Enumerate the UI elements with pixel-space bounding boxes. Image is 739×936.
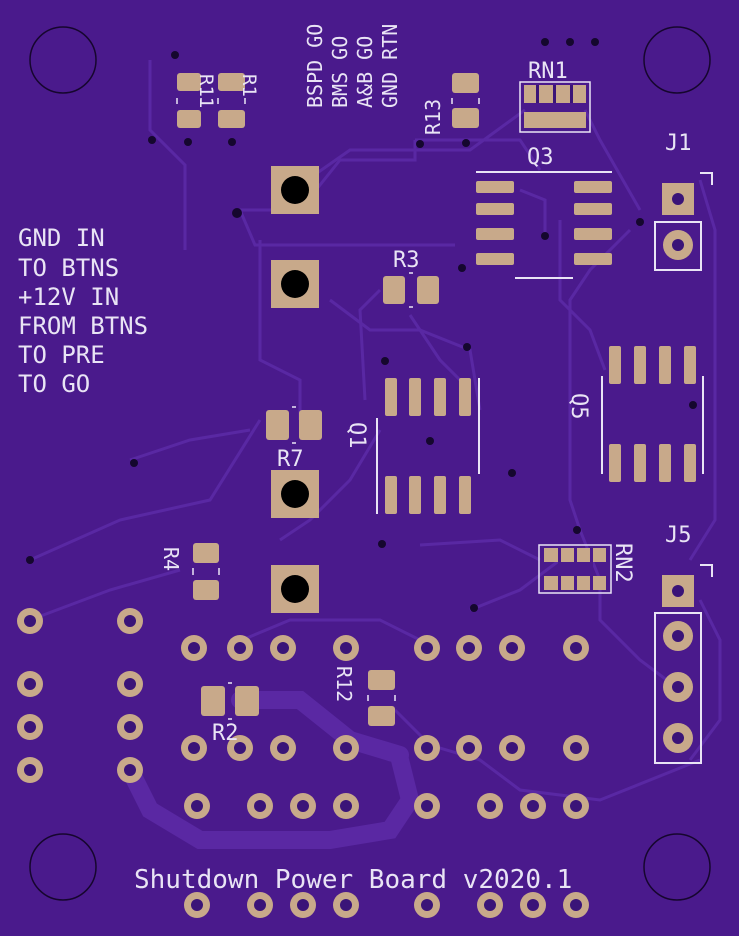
- refdes-r3: R3: [393, 248, 420, 273]
- vias: [26, 38, 697, 612]
- q3-ic: [476, 171, 612, 279]
- smd-resistors: [177, 73, 479, 726]
- q5-ic: [601, 346, 704, 482]
- q1-ic: [376, 378, 480, 514]
- button-label-to-btns: TO BTNS: [18, 254, 119, 282]
- refdes-q5: Q5: [566, 393, 591, 420]
- square-pad: [271, 260, 319, 308]
- mounting-holes: [29, 26, 711, 901]
- mount-hole-top-left: [29, 26, 97, 94]
- j5-header: [654, 564, 713, 764]
- square-pad: [271, 166, 319, 214]
- button-connector-pads: [271, 166, 319, 613]
- refdes-j5: J5: [665, 523, 692, 548]
- refdes-r2: R2: [212, 721, 239, 746]
- button-label-from-btns: FROM BTNS: [18, 312, 148, 340]
- connector-label-bms-go: BMS GO: [328, 36, 352, 108]
- refdes-r11: R11: [195, 74, 217, 108]
- refdes-r4: R4: [159, 547, 183, 571]
- square-pad: [271, 565, 319, 613]
- refdes-r13: R13: [421, 99, 445, 135]
- button-label-gnd-in: GND IN: [18, 224, 105, 252]
- refdes-rn1: RN1: [528, 59, 568, 84]
- square-pad: [271, 470, 319, 518]
- smd-resistor-silk: [176, 98, 480, 720]
- mount-hole-bottom-left: [29, 833, 97, 901]
- j1-header: [654, 172, 713, 271]
- refdes-r1: R1: [238, 74, 260, 97]
- refdes-q1: Q1: [344, 422, 369, 449]
- button-label-to-go: TO GO: [18, 370, 90, 398]
- refdes-r7: R7: [277, 447, 304, 472]
- mount-hole-bottom-right: [643, 833, 711, 901]
- connector-label-ab-go: A&B GO: [353, 36, 377, 108]
- button-label-to-pre: TO PRE: [18, 341, 105, 369]
- refdes-rn2: RN2: [610, 543, 635, 583]
- connector-label-gnd-rtn: GND RTN: [378, 24, 402, 108]
- copper-bus: [121, 691, 420, 849]
- button-label-12v-in: +12V IN: [18, 283, 119, 311]
- connector-label-bspd-go: BSPD GO: [303, 24, 327, 108]
- copper-traces: [29, 60, 722, 802]
- mount-hole-top-right: [643, 26, 711, 94]
- rn2-resistor-network: [538, 544, 612, 594]
- through-hole-drills: [24, 615, 582, 911]
- refdes-j1: J1: [665, 131, 692, 156]
- refdes-q3: Q3: [527, 145, 554, 170]
- refdes-r12: R12: [332, 666, 356, 702]
- rn1-resistor-network: [519, 81, 591, 133]
- board-title: Shutdown Power Board v2020.1: [134, 865, 572, 895]
